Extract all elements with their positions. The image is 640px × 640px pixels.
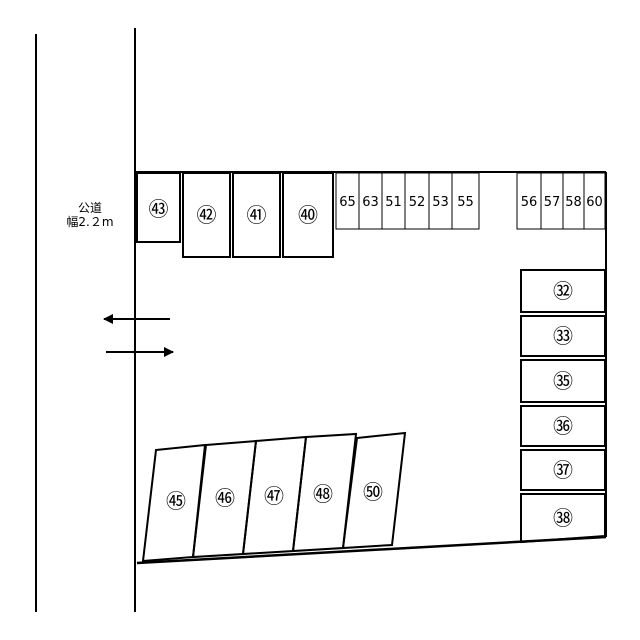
space-38 <box>520 493 606 544</box>
space-38-label: ㊳ <box>553 506 573 530</box>
space-47-label: ㊼ <box>264 484 284 508</box>
space-36-label: ㊱ <box>553 414 573 438</box>
space-52-label: 52 <box>409 195 426 210</box>
space-43-label: ㊸ <box>149 197 169 221</box>
space-50-label: ㊿ <box>363 480 383 504</box>
space-51-label: 51 <box>385 195 402 210</box>
space-40-label: ㊵ <box>298 203 318 227</box>
space-35-label: ㉟ <box>553 369 573 393</box>
space-33-label: ㉝ <box>553 324 573 348</box>
space-56-label: 56 <box>521 195 538 210</box>
space-53-label: 53 <box>432 195 449 210</box>
public-road-name: 公道 <box>77 201 102 215</box>
space-36 <box>520 405 606 447</box>
space-65-label: 65 <box>339 195 356 210</box>
public-road-label: 公道 幅2.２m <box>54 201 126 229</box>
space-57-label: 57 <box>544 195 561 210</box>
space-60 <box>583 172 606 230</box>
space-48-label: ㊽ <box>313 482 333 506</box>
space-32 <box>520 269 606 313</box>
space-35 <box>520 359 606 403</box>
space-37 <box>520 449 606 491</box>
space-42 <box>182 172 231 258</box>
space-40 <box>282 172 334 258</box>
public-road-width: 幅2.２m <box>66 215 114 229</box>
space-37-label: ㊲ <box>553 458 573 482</box>
space-45-label: ㊺ <box>166 489 186 513</box>
space-50 <box>341 431 407 550</box>
space-63-label: 63 <box>362 195 379 210</box>
space-42-label: ㊷ <box>197 203 217 227</box>
space-33 <box>520 315 606 357</box>
space-41-label: ㊶ <box>247 203 267 227</box>
space-41 <box>232 172 281 258</box>
space-58-label: 58 <box>565 195 582 210</box>
space-55 <box>451 172 480 230</box>
space-32-label: ㉜ <box>553 279 573 303</box>
space-43 <box>136 172 181 243</box>
space-46-label: ㊻ <box>215 486 235 510</box>
space-55-label: 55 <box>457 195 474 210</box>
space-60-label: 60 <box>586 195 603 210</box>
